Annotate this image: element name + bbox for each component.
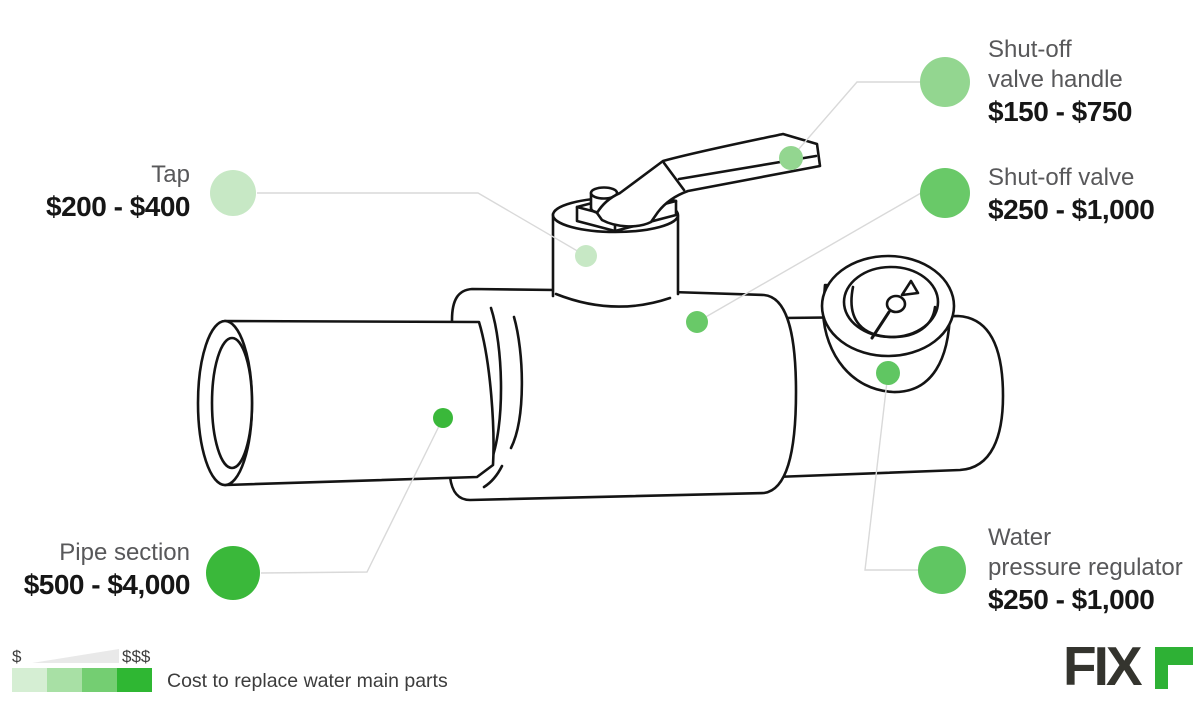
valve-body-drawing bbox=[448, 287, 798, 502]
shutoff-valve-callout-circle bbox=[920, 168, 970, 218]
legend-swatch-3 bbox=[82, 668, 117, 692]
water-pressure-regulator-callout-circle bbox=[918, 546, 966, 594]
shutoff-valve-label: Shut-off valve $250 - $1,000 bbox=[988, 163, 1155, 226]
tap-leader-line bbox=[257, 192, 587, 257]
regulator-leader-line bbox=[864, 372, 918, 571]
part-name: valve handle bbox=[988, 66, 1123, 93]
water-pressure-regulator-label: Water pressure regulator $250 - $1,000 bbox=[988, 523, 1183, 616]
legend-swatch-4 bbox=[117, 668, 152, 692]
right-pipe-drawing bbox=[773, 314, 1005, 479]
shutoff-valve-handle-label: Shut-off valve handle $150 - $750 bbox=[988, 35, 1132, 128]
part-price: $200 - $400 bbox=[46, 191, 190, 222]
part-name: Shut-off valve bbox=[988, 164, 1135, 191]
tap-callout-circle bbox=[210, 170, 256, 216]
pipe-section-label: Pipe section $500 - $4,000 bbox=[23, 538, 191, 601]
legend-low-label: $ bbox=[12, 647, 22, 666]
part-name: Water bbox=[988, 524, 1052, 551]
pressure-gauge-icon bbox=[820, 254, 956, 394]
part-name: Shut-off bbox=[988, 36, 1072, 63]
legend-swatch-2 bbox=[47, 668, 82, 692]
regulator-marker-dot bbox=[876, 361, 900, 385]
pipe-marker-dot bbox=[433, 408, 453, 428]
left-pipe-drawing bbox=[196, 319, 495, 487]
valve-marker-dot bbox=[686, 311, 708, 333]
shutoff-valve-handle-callout-circle bbox=[920, 57, 970, 107]
handle-marker-dot bbox=[779, 146, 803, 170]
legend-color-scale bbox=[12, 668, 152, 692]
part-name: Pipe section bbox=[59, 539, 190, 566]
part-name: pressure regulator bbox=[988, 554, 1183, 581]
leader-lines bbox=[257, 81, 922, 574]
part-marker-dots bbox=[433, 146, 900, 428]
tap-label: Tap $200 - $400 bbox=[46, 160, 190, 223]
part-price: $250 - $1,000 bbox=[988, 584, 1155, 615]
fixr-r-icon bbox=[1155, 647, 1193, 689]
handle-leader-line bbox=[790, 81, 920, 159]
tap-marker-dot bbox=[575, 245, 597, 267]
part-price: $250 - $1,000 bbox=[988, 194, 1155, 225]
pipe-section-callout-circle bbox=[206, 546, 260, 600]
fixr-logo-text: FIX bbox=[1063, 635, 1143, 697]
legend-swatch-1 bbox=[12, 668, 47, 692]
part-price: $500 - $4,000 bbox=[23, 569, 191, 600]
part-price: $150 - $750 bbox=[988, 96, 1132, 127]
legend-high-label: $$$ bbox=[122, 647, 151, 666]
cost-wedge-icon bbox=[32, 649, 119, 663]
pipe-leader-line bbox=[260, 417, 444, 574]
valve-leader-line bbox=[696, 192, 922, 323]
part-name: Tap bbox=[151, 161, 190, 188]
legend-caption: Cost to replace water main parts bbox=[167, 670, 448, 692]
